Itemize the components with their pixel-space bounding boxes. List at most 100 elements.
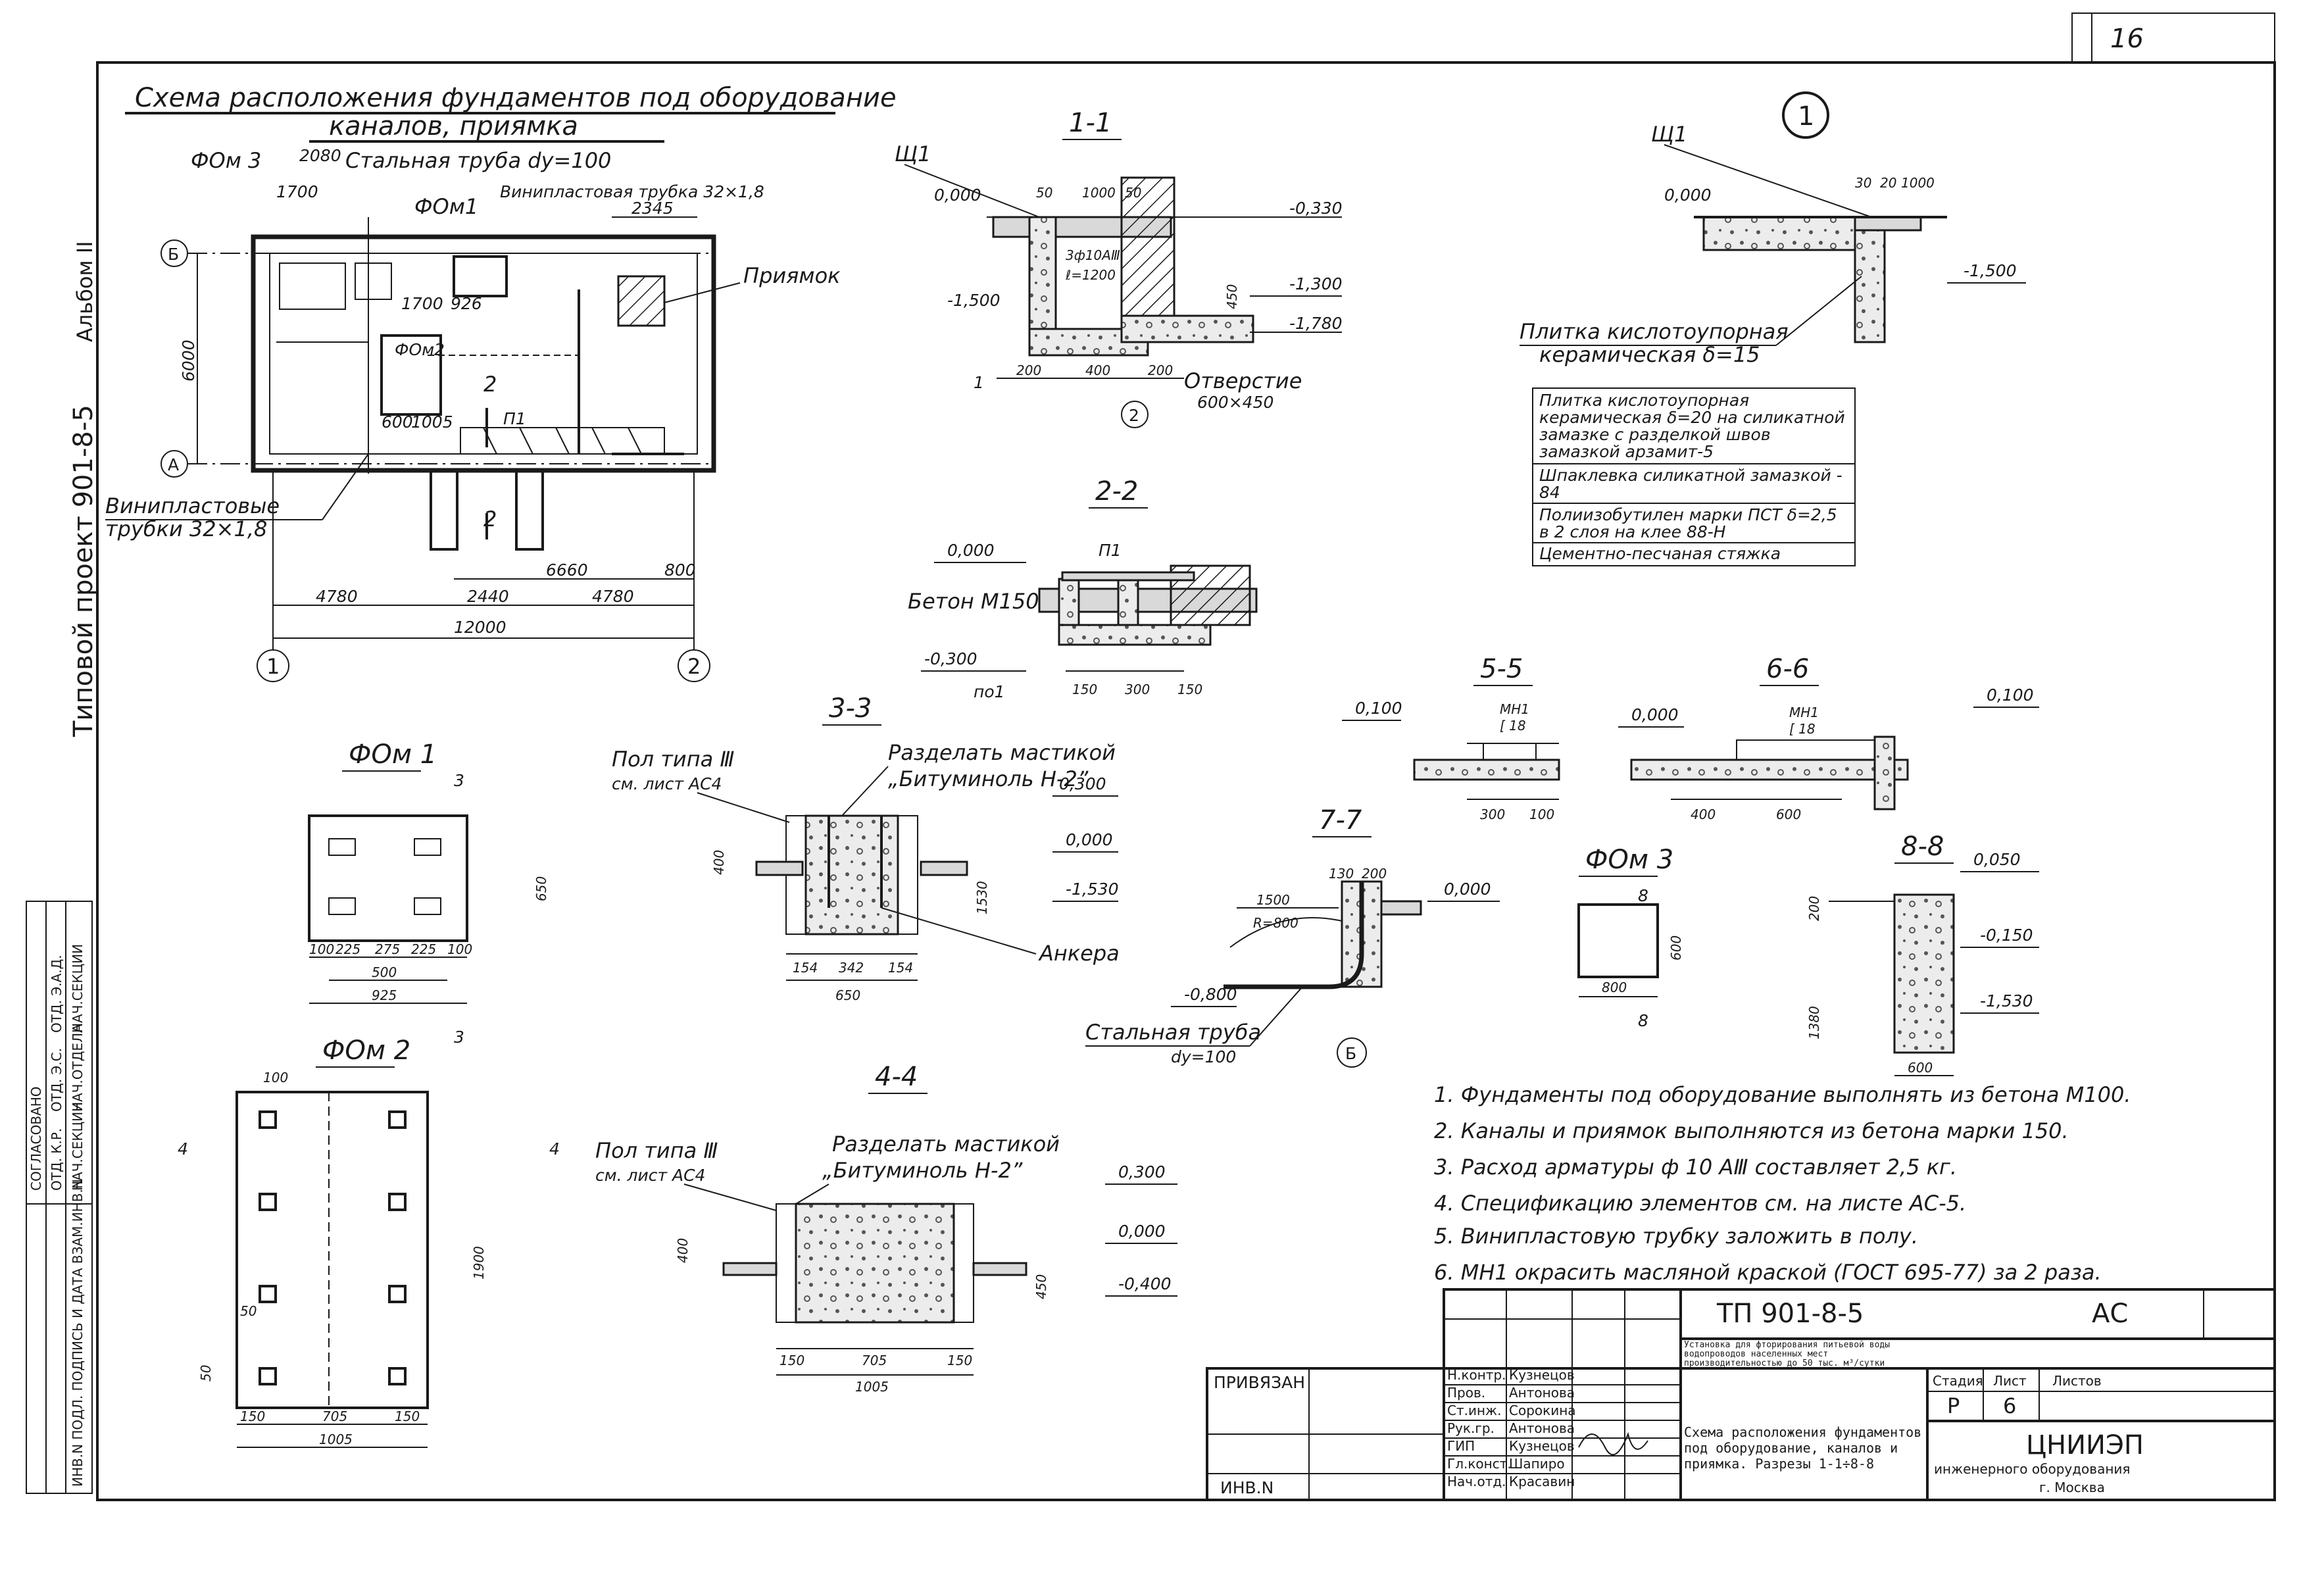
fom2-dim-1900: 1900 (471, 1246, 487, 1280)
tb-sheet: 6 (2003, 1393, 2016, 1418)
tb-role-2: Пров. (1447, 1385, 1485, 1401)
tb-sheet-label: Лист (1993, 1373, 2027, 1389)
plan-dim-1700a: 1700 (276, 182, 318, 201)
plan-label-vinyl-tubes-2: трубки 32×1,8 (105, 516, 267, 541)
note-3: 3. Расход арматуры ф 10 АⅢ составляет 2,… (1434, 1155, 1957, 1180)
detail-1-layer-1: Плитка кислотоупорная керамическая δ=20 … (1539, 392, 1845, 461)
agree-row-2: ОТД. Э.С. (49, 1048, 64, 1112)
agree-row-1: ОТД. К.Р. (49, 1128, 64, 1191)
s44-dim-400: 400 (675, 1238, 691, 1263)
s11-dim-50b: 50 (1125, 185, 1141, 201)
plan-label-2a: 2 (483, 372, 497, 397)
tb-name-3: Сорокина (1509, 1403, 1576, 1418)
tb-code: ТП 901-8-5 (1716, 1299, 1864, 1329)
fom1-cut-bottom: 3 (454, 1028, 464, 1047)
agree-role-2: НАЧ.ОТДЕЛА (70, 1024, 86, 1112)
detail-1-drawing (1694, 216, 1947, 343)
tb-role-4: Рук.гр. (1447, 1420, 1495, 1436)
s11-sch: Щ1 (895, 141, 931, 166)
fom2-cut-left: 4 (178, 1139, 188, 1158)
tb-role-5: ГИП (1447, 1438, 1475, 1454)
s22-dim-150b: 150 (1177, 682, 1202, 697)
plan-title-2: каналов, приямка (329, 111, 578, 141)
tb-name-4: Антонова (1509, 1420, 1575, 1436)
tb-name-7: Красавин (1509, 1474, 1575, 1489)
fom2-title: ФОм 2 (322, 1035, 410, 1066)
s77-axis: Б (1345, 1044, 1356, 1063)
fom3-dim-600: 600 (1668, 935, 1684, 960)
fom2-dim-150a: 150 (240, 1408, 265, 1424)
s33-seal-2: „Битуминоль Н-2” (888, 766, 1089, 791)
note-4: 4. Спецификацию элементов см. на листе А… (1434, 1191, 1966, 1216)
plan-label-vinyl-tube: Винипластовая трубка 32×1,8 (500, 182, 764, 201)
fom1-dim-650: 650 (533, 876, 549, 901)
axis-1: 1 (266, 654, 280, 679)
s22-level-1: -0,300 (924, 649, 977, 668)
fom2-dim-1005: 1005 (319, 1432, 353, 1447)
detail-1-tile-1: Плитка кислотоупорная (1520, 319, 1789, 344)
fom3-dim-800: 800 (1602, 980, 1627, 995)
s44-level-1: 0,000 (1118, 1222, 1166, 1241)
tb-mark: АС (2092, 1299, 2128, 1329)
plan-dim-600: 600 (382, 412, 413, 432)
note-5: 5. Винипластовую трубку заложить в полу. (1434, 1224, 1918, 1249)
section-7-7-title: 7-7 (1319, 805, 1362, 835)
agree-row-3: ОТД. Э.А.Д. (49, 955, 64, 1033)
tb-role-1: Н.контр. (1447, 1367, 1506, 1383)
note-2: 2. Каналы и приямок выполняются из бетон… (1434, 1118, 2069, 1143)
s44-dim-150b: 150 (947, 1353, 972, 1368)
outer-frame (96, 61, 2276, 1501)
page-number: 16 (2110, 24, 2144, 54)
s33-level-0: 0,300 (1059, 774, 1106, 793)
fom1-dim-225b: 225 (411, 941, 436, 957)
s33-dim-650: 650 (835, 987, 860, 1003)
s22-p1: П1 (1099, 541, 1122, 560)
s44-dim-150a: 150 (779, 1353, 804, 1368)
plan-dim-6000: 6000 (179, 339, 198, 382)
plan-dim-4780b: 4780 (592, 587, 634, 606)
s66-dim-600: 600 (1776, 807, 1801, 822)
s77-dim-r800: R=800 (1253, 915, 1298, 931)
s11-hole: Отверстие (1184, 368, 1302, 393)
s88-level-1: -0,150 (1980, 926, 2033, 945)
section-4-4-title: 4-4 (875, 1062, 918, 1092)
s77-dim-1500: 1500 (1256, 892, 1290, 908)
fom2-dim-100: 100 (263, 1070, 288, 1085)
fom2-plan (235, 1091, 429, 1448)
fom2-dim-50a: 50 (240, 1303, 257, 1319)
fom1-cut-top: 3 (454, 771, 464, 790)
foundation-plan (251, 217, 716, 551)
section-6-6-drawing (1630, 735, 1909, 810)
plan-title-1: Схема расположения фундаментов под обору… (135, 83, 897, 113)
fom1-dim-275: 275 (375, 941, 400, 957)
s55-mn: МН1 (1500, 701, 1529, 717)
plan-dim-1700b: 1700 (401, 294, 443, 313)
plan-dim-2440: 2440 (467, 587, 509, 606)
s22-dim-300: 300 (1125, 682, 1150, 697)
s77-level-1: -0,800 (1184, 985, 1237, 1004)
s55-level: 0,100 (1355, 699, 1402, 718)
fom2-cut-right: 4 (549, 1139, 560, 1158)
agreement-stamp (26, 901, 93, 1494)
detail-1-layer-3: Полиизобутилен марки ПСТ δ=2,5 в 2 слоя … (1539, 507, 1837, 541)
s11-hole-size: 600×450 (1197, 393, 1273, 412)
s77-pipe-2: dy=100 (1171, 1047, 1236, 1066)
tb-org-1: ЦНИИЭП (2026, 1430, 2144, 1460)
s88-level-2: -1,530 (1980, 991, 2033, 1010)
s44-seal-1: Разделать мастикой (832, 1132, 1060, 1157)
section-1-1-drawing (987, 176, 1254, 357)
s44-level-0: 0,300 (1118, 1162, 1166, 1182)
tb-drawing: Схема расположения фундаментов под обору… (1684, 1424, 1922, 1472)
detail-1-layer-4: Цементно-песчаная стяжка (1539, 545, 1781, 563)
plan-dim-1005: 1005 (411, 412, 453, 432)
detail-1-dim-30: 30 (1855, 175, 1871, 191)
s88-dim-1380: 1380 (1806, 1006, 1822, 1039)
s11-dim-200b: 200 (1148, 362, 1173, 378)
s66-dim-400: 400 (1691, 807, 1716, 822)
plan-dim-2345: 2345 (631, 199, 674, 218)
s11-dim-200a: 200 (1016, 362, 1041, 378)
s11-rebar-len: ℓ=1200 (1065, 267, 1116, 283)
s88-body (1893, 893, 1955, 1054)
